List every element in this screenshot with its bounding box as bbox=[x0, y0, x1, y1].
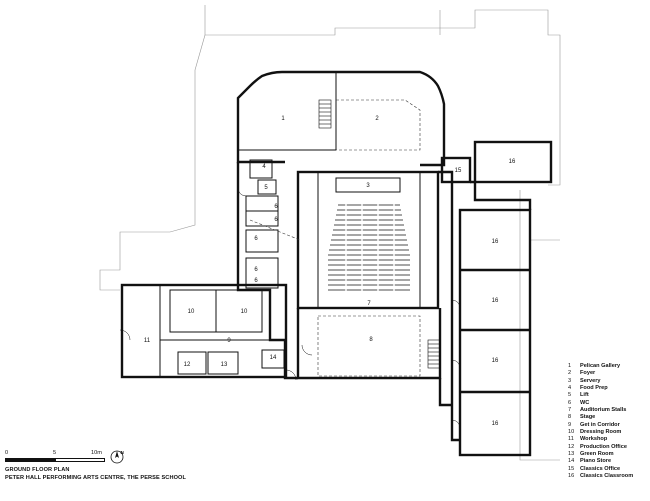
legend-room-name: WC bbox=[580, 399, 590, 406]
legend-row: 14 Piano Store bbox=[568, 458, 650, 465]
scale-label-zero: 0 bbox=[5, 450, 9, 456]
legend-room-name: Green Room bbox=[580, 451, 614, 458]
scale-label-five: 5 bbox=[53, 450, 57, 456]
site-context bbox=[99, 5, 561, 461]
room-label: 15 bbox=[455, 168, 462, 174]
room-label: 14 bbox=[270, 355, 277, 361]
legend-room-number: 11 bbox=[568, 436, 574, 443]
legend-row: 3 Servery bbox=[568, 378, 650, 385]
room-label: 16 bbox=[492, 298, 499, 304]
room-label: 11 bbox=[144, 338, 151, 344]
room-label: 6 bbox=[274, 217, 278, 223]
dashed-lines bbox=[249, 99, 421, 377]
legend-row: 5 Lift bbox=[568, 392, 650, 399]
legend-row: 11 Workshop bbox=[568, 436, 650, 443]
room-label: 4 bbox=[262, 164, 266, 170]
legend-room-number: 8 bbox=[568, 414, 572, 421]
room-label: 3 bbox=[366, 183, 370, 189]
scale-bar-filled bbox=[5, 458, 55, 462]
scale-bar-empty bbox=[55, 458, 105, 462]
legend-room-name: Auditorium Stalls bbox=[580, 407, 627, 414]
legend-row: 2 Foyer bbox=[568, 370, 650, 377]
legend-room-number: 1 bbox=[568, 363, 572, 369]
legend-room-number: 2 bbox=[568, 370, 572, 377]
plan-caption: GROUND FLOOR PLAN PETER HALL PERFORMING … bbox=[5, 466, 186, 482]
legend-row: 4 Food Prep bbox=[568, 385, 650, 392]
legend-row: 8 Stage bbox=[568, 414, 650, 421]
legend-row: 15 Classics Office bbox=[568, 466, 650, 473]
legend-room-name: Servery bbox=[580, 377, 601, 384]
legend-room-number: 15 bbox=[568, 465, 575, 472]
legend-row: 7 Auditorium Stalls bbox=[568, 407, 650, 414]
legend-row: 16 Classics Classroom bbox=[568, 473, 650, 480]
legend-room-name: Pelican Gallery bbox=[580, 363, 621, 369]
legend-row: 9 Get in Corridor bbox=[568, 422, 650, 429]
legend-room-number: 14 bbox=[568, 458, 575, 465]
legend-room-number: 10 bbox=[568, 429, 575, 436]
legend-room-number: 4 bbox=[568, 385, 572, 392]
caption-title: GROUND FLOOR PLAN bbox=[5, 467, 70, 473]
legend-room-name: Classics Classroom bbox=[580, 473, 634, 480]
legend-room-name: Lift bbox=[580, 392, 589, 399]
legend-room-number: 12 bbox=[568, 443, 575, 450]
room-label: 6 bbox=[254, 267, 258, 273]
room-label: 9 bbox=[227, 338, 231, 344]
room-label: 2 bbox=[375, 116, 379, 122]
room-label: 10 bbox=[241, 309, 248, 315]
auditorium-seating bbox=[328, 203, 410, 292]
legend-row: 10 Dressing Room bbox=[568, 429, 650, 436]
room-label: 16 bbox=[509, 159, 516, 165]
legend-row: 6 WC bbox=[568, 400, 650, 407]
legend-row: 13 Green Room bbox=[568, 451, 650, 458]
room-label: 7 bbox=[367, 301, 371, 307]
legend-room-name: Get in Corridor bbox=[580, 421, 620, 428]
legend-room-number: 13 bbox=[568, 451, 575, 458]
room-label: 6 bbox=[274, 204, 278, 210]
room-label: 6 bbox=[254, 278, 258, 284]
legend-room-name: Piano Store bbox=[580, 458, 612, 465]
door-swings bbox=[119, 187, 461, 429]
room-legend: 1 Pelican Gallery 2 Foyer 3 Servery 4 Food Prep… bbox=[568, 363, 650, 481]
legend-room-number: 9 bbox=[568, 421, 572, 428]
legend-room-number: 6 bbox=[568, 399, 572, 406]
room-label: 13 bbox=[221, 362, 228, 368]
room-label: 16 bbox=[492, 239, 499, 245]
legend-room-name: Classics Office bbox=[580, 465, 621, 472]
legend-room-name: Dressing Room bbox=[580, 429, 622, 436]
north-arrow-icon: N bbox=[110, 450, 124, 464]
legend-row: 1 Pelican Gallery bbox=[568, 363, 650, 370]
legend-room-name: Stage bbox=[580, 414, 596, 421]
room-label: 12 bbox=[184, 362, 191, 368]
stairs bbox=[318, 99, 441, 369]
caption-subtitle: PETER HALL PERFORMING ARTS CENTRE, THE P… bbox=[5, 475, 187, 481]
north-label: N bbox=[121, 450, 124, 455]
legend-room-name: Food Prep bbox=[580, 385, 608, 392]
legend-room-name: Production Office bbox=[580, 443, 627, 450]
room-label: 16 bbox=[492, 358, 499, 364]
room-label: 1 bbox=[281, 116, 285, 122]
interior-partitions bbox=[159, 72, 421, 377]
room-label: 5 bbox=[264, 185, 268, 191]
room-label: 6 bbox=[254, 236, 258, 242]
legend-room-name: Foyer bbox=[580, 370, 596, 377]
scale-bar: 0 5 10m bbox=[5, 450, 105, 466]
legend-room-number: 16 bbox=[568, 473, 575, 480]
legend-room-number: 3 bbox=[568, 377, 572, 384]
room-label: 10 bbox=[188, 309, 195, 315]
legend-room-name: Workshop bbox=[580, 436, 608, 443]
legend-row: 12 Production Office bbox=[568, 444, 650, 451]
room-label: 8 bbox=[369, 337, 373, 343]
legend-room-number: 7 bbox=[568, 407, 572, 414]
legend-room-number: 5 bbox=[568, 392, 572, 399]
room-label: 16 bbox=[492, 421, 499, 427]
scale-label-ten: 10m bbox=[91, 450, 102, 456]
